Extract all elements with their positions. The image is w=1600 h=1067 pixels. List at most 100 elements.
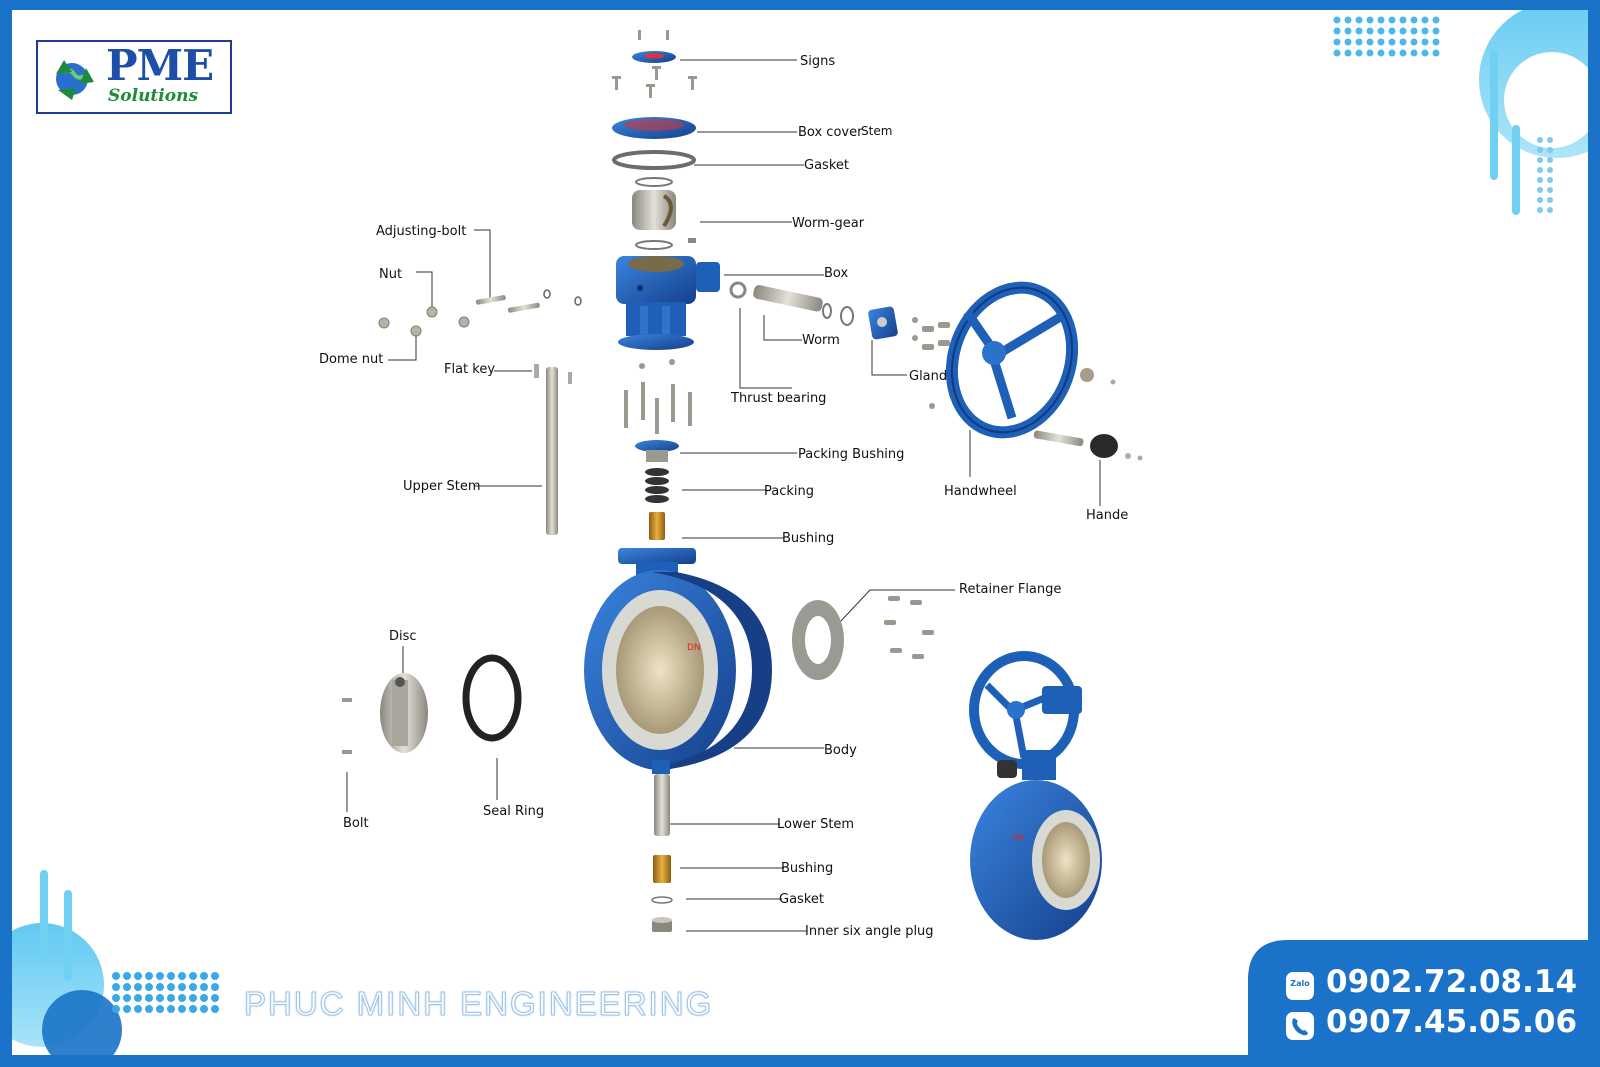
- dot-grid-right: [1537, 137, 1553, 213]
- exploded-valve-diagram: DN DN: [12, 10, 1588, 1055]
- decor-dot: [211, 994, 219, 1002]
- decor-dot: [112, 983, 120, 991]
- retainer-flange-part: [792, 600, 844, 680]
- label-box: Box: [824, 266, 849, 281]
- decor-dot: [1432, 38, 1440, 46]
- decor-dot: [1537, 147, 1543, 153]
- seal-ring-part: [462, 654, 522, 742]
- decor-dot: [1377, 49, 1385, 57]
- decor-dot: [189, 972, 197, 980]
- decor-dot: [167, 983, 175, 991]
- label-packing: Packing: [764, 484, 815, 499]
- decor-dot: [1366, 27, 1374, 35]
- label-gasket-top: Gasket: [804, 158, 849, 173]
- decor-dot: [1377, 27, 1385, 35]
- handle: [1033, 368, 1143, 461]
- decor-dot: [1432, 49, 1440, 57]
- decor-dot: [189, 983, 197, 991]
- label-dome-nut: Dome nut: [319, 352, 384, 367]
- decor-dot: [200, 1005, 208, 1013]
- decor-dot: [1366, 16, 1374, 24]
- label-body: Body: [824, 743, 857, 758]
- decor-dot: [1537, 187, 1543, 193]
- decor-dot: [145, 972, 153, 980]
- gear-box: [616, 256, 720, 350]
- packing-bushing-part: [635, 440, 679, 462]
- decor-dot: [1537, 137, 1543, 143]
- decor-dot: [1344, 49, 1352, 57]
- decor-dot: [167, 994, 175, 1002]
- label-adjusting-bolt: Adjusting-bolt: [376, 224, 467, 239]
- label-upper-stem: Upper Stem: [403, 479, 481, 494]
- label-flat-key: Flat key: [444, 362, 496, 377]
- decor-dot: [1547, 177, 1553, 183]
- decor-dot: [189, 1005, 197, 1013]
- decor-dot: [1410, 38, 1418, 46]
- contact-block: Zalo 0902.72.08.14 0907.45.05.06: [1260, 958, 1588, 1055]
- box-bolts: [624, 359, 692, 434]
- decor-dot: [1537, 207, 1543, 213]
- label-disc: Disc: [389, 629, 417, 644]
- decor-dot: [145, 1005, 153, 1013]
- signs-plate: [632, 51, 676, 63]
- decor-dot: [123, 972, 131, 980]
- decor-dot: [1333, 16, 1341, 24]
- decor-dot: [134, 1005, 142, 1013]
- decor-dot: [1537, 157, 1543, 163]
- decor-dot: [189, 994, 197, 1002]
- decor-dot: [211, 1005, 219, 1013]
- decor-dot: [134, 972, 142, 980]
- decor-dot: [1547, 197, 1553, 203]
- worm-gear: [632, 177, 696, 250]
- decor-dot: [1547, 147, 1553, 153]
- decor-dot: [156, 994, 164, 1002]
- label-retainer-flange: Retainer Flange: [959, 582, 1062, 597]
- decor-dot: [112, 994, 120, 1002]
- decor-dot: [112, 972, 120, 980]
- inner-plug-part: [652, 917, 672, 932]
- decor-dot: [1547, 157, 1553, 163]
- phone-call[interactable]: 0907.45.05.06: [1326, 1004, 1578, 1040]
- decor-dot: [1388, 49, 1396, 57]
- bushing-bottom-part: [653, 855, 671, 883]
- flat-key-2: [568, 372, 572, 384]
- label-hande: Hande: [1086, 508, 1129, 523]
- gasket-bottom-part: [651, 896, 673, 904]
- decor-dot: [1547, 207, 1553, 213]
- label-gasket-bottom: Gasket: [779, 892, 824, 907]
- decor-dot: [200, 994, 208, 1002]
- bushing-top-part: [649, 512, 665, 540]
- gasket-top: [612, 150, 696, 170]
- retainer-bolts: [884, 596, 934, 659]
- decor-dot: [1377, 16, 1385, 24]
- decor-dot: [1421, 49, 1429, 57]
- nuts: [378, 306, 470, 337]
- label-worm: Worm: [802, 333, 840, 348]
- decor-dot: [1388, 27, 1396, 35]
- decor-dot: [1344, 27, 1352, 35]
- decor-dot: [1333, 49, 1341, 57]
- label-stem: Stem: [861, 124, 893, 138]
- decor-dot: [1333, 27, 1341, 35]
- decor-dot: [1421, 16, 1429, 24]
- decor-dot: [211, 983, 219, 991]
- adjusting-bolts: [475, 289, 582, 313]
- decor-dot: [1537, 197, 1543, 203]
- label-bushing-top: Bushing: [782, 531, 835, 546]
- disc-bolts: [342, 698, 352, 754]
- decor-dot: [1344, 38, 1352, 46]
- gland: [868, 306, 898, 340]
- leader-lines: [346, 59, 1101, 932]
- decor-dot: [145, 983, 153, 991]
- disc-part: [380, 673, 428, 753]
- contact-panel: [1248, 940, 1588, 1055]
- decor-dot: [1537, 177, 1543, 183]
- decor-dot: [1399, 38, 1407, 46]
- decor-dot: [145, 994, 153, 1002]
- decor-dot: [1547, 187, 1553, 193]
- decor-dot: [1421, 38, 1429, 46]
- decor-dot: [1355, 27, 1363, 35]
- phone-zalo[interactable]: 0902.72.08.14: [1326, 964, 1578, 1000]
- packing-stack: [645, 468, 669, 503]
- label-packing-bushing: Packing Bushing: [798, 447, 905, 462]
